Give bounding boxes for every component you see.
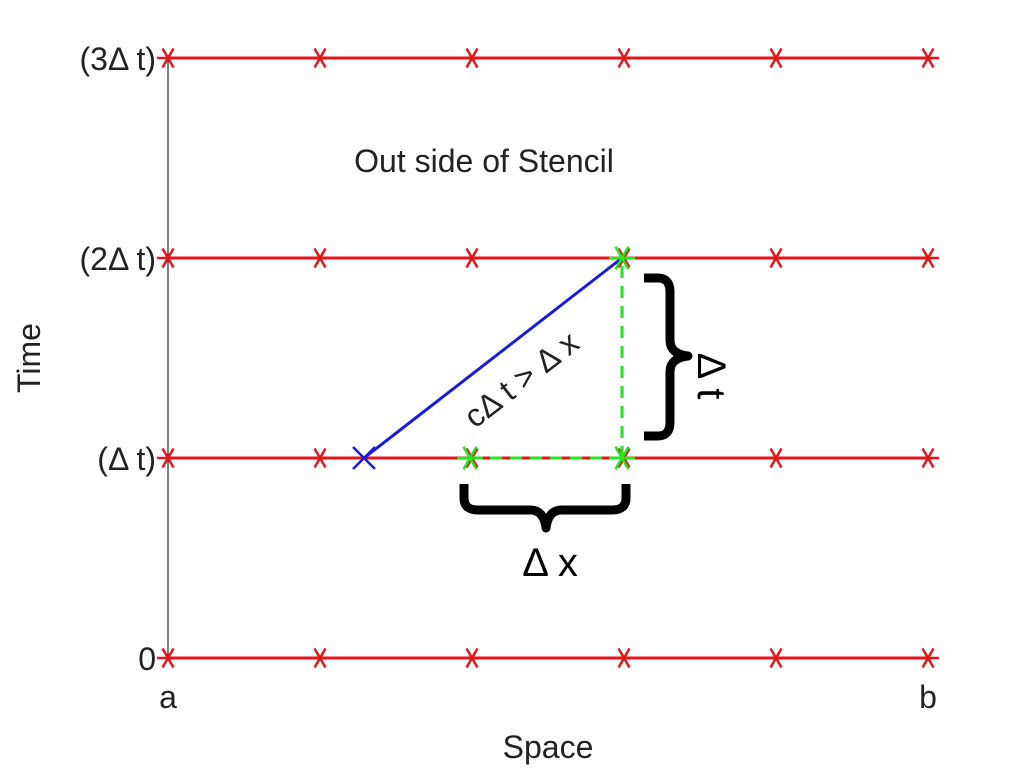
y-tick-label-dt: (Δ t) [97,441,156,477]
grid-point-marker [157,647,179,669]
grid-point-marker [157,447,179,469]
grid-point-marker [309,447,331,469]
grid-point-marker [765,447,787,469]
x-tick-label-b: b [919,679,937,715]
y-tick-label-2dt: (2Δ t) [80,241,157,277]
characteristic-line [363,256,623,460]
grid-point-marker [309,647,331,669]
grid-point-marker [765,47,787,69]
grid-point-marker [461,247,483,269]
grid-point-marker [461,647,483,669]
grid-point-marker [917,247,939,269]
delta-x-brace [459,484,631,533]
grid-point-marker [765,247,787,269]
grid-point-marker [917,647,939,669]
stencil-points [457,246,635,470]
grid-point-marker [917,447,939,469]
y-axis-label: Time [11,323,47,393]
time-level-grid [157,47,939,669]
outside-stencil-label: Out side of Stencil [354,143,614,179]
stencil-point-right [609,446,635,470]
y-tick-label-0: 0 [138,641,156,677]
x-tick-label-a: a [159,679,177,715]
grid-point-marker [309,247,331,269]
delta-t-label: Δ t [689,353,733,400]
grid-point-marker [613,47,635,69]
grid-point-marker [917,47,939,69]
x-axis-label: Space [503,729,594,765]
delta-x-label: Δ x [522,541,578,585]
grid-point-marker [157,47,179,69]
y-tick-label-3dt: (3Δ t) [80,41,157,77]
delta-t-brace [644,273,693,441]
stencil-point-top [609,246,635,270]
grid-point-marker [157,247,179,269]
grid-point-marker [613,647,635,669]
cfl-condition-label: cΔ t > Δ x [457,324,585,435]
stencil-point-left [457,446,483,470]
grid-point-marker [309,47,331,69]
characteristic-foot-marker [352,446,376,470]
grid-point-marker [765,647,787,669]
grid-point-marker [461,47,483,69]
